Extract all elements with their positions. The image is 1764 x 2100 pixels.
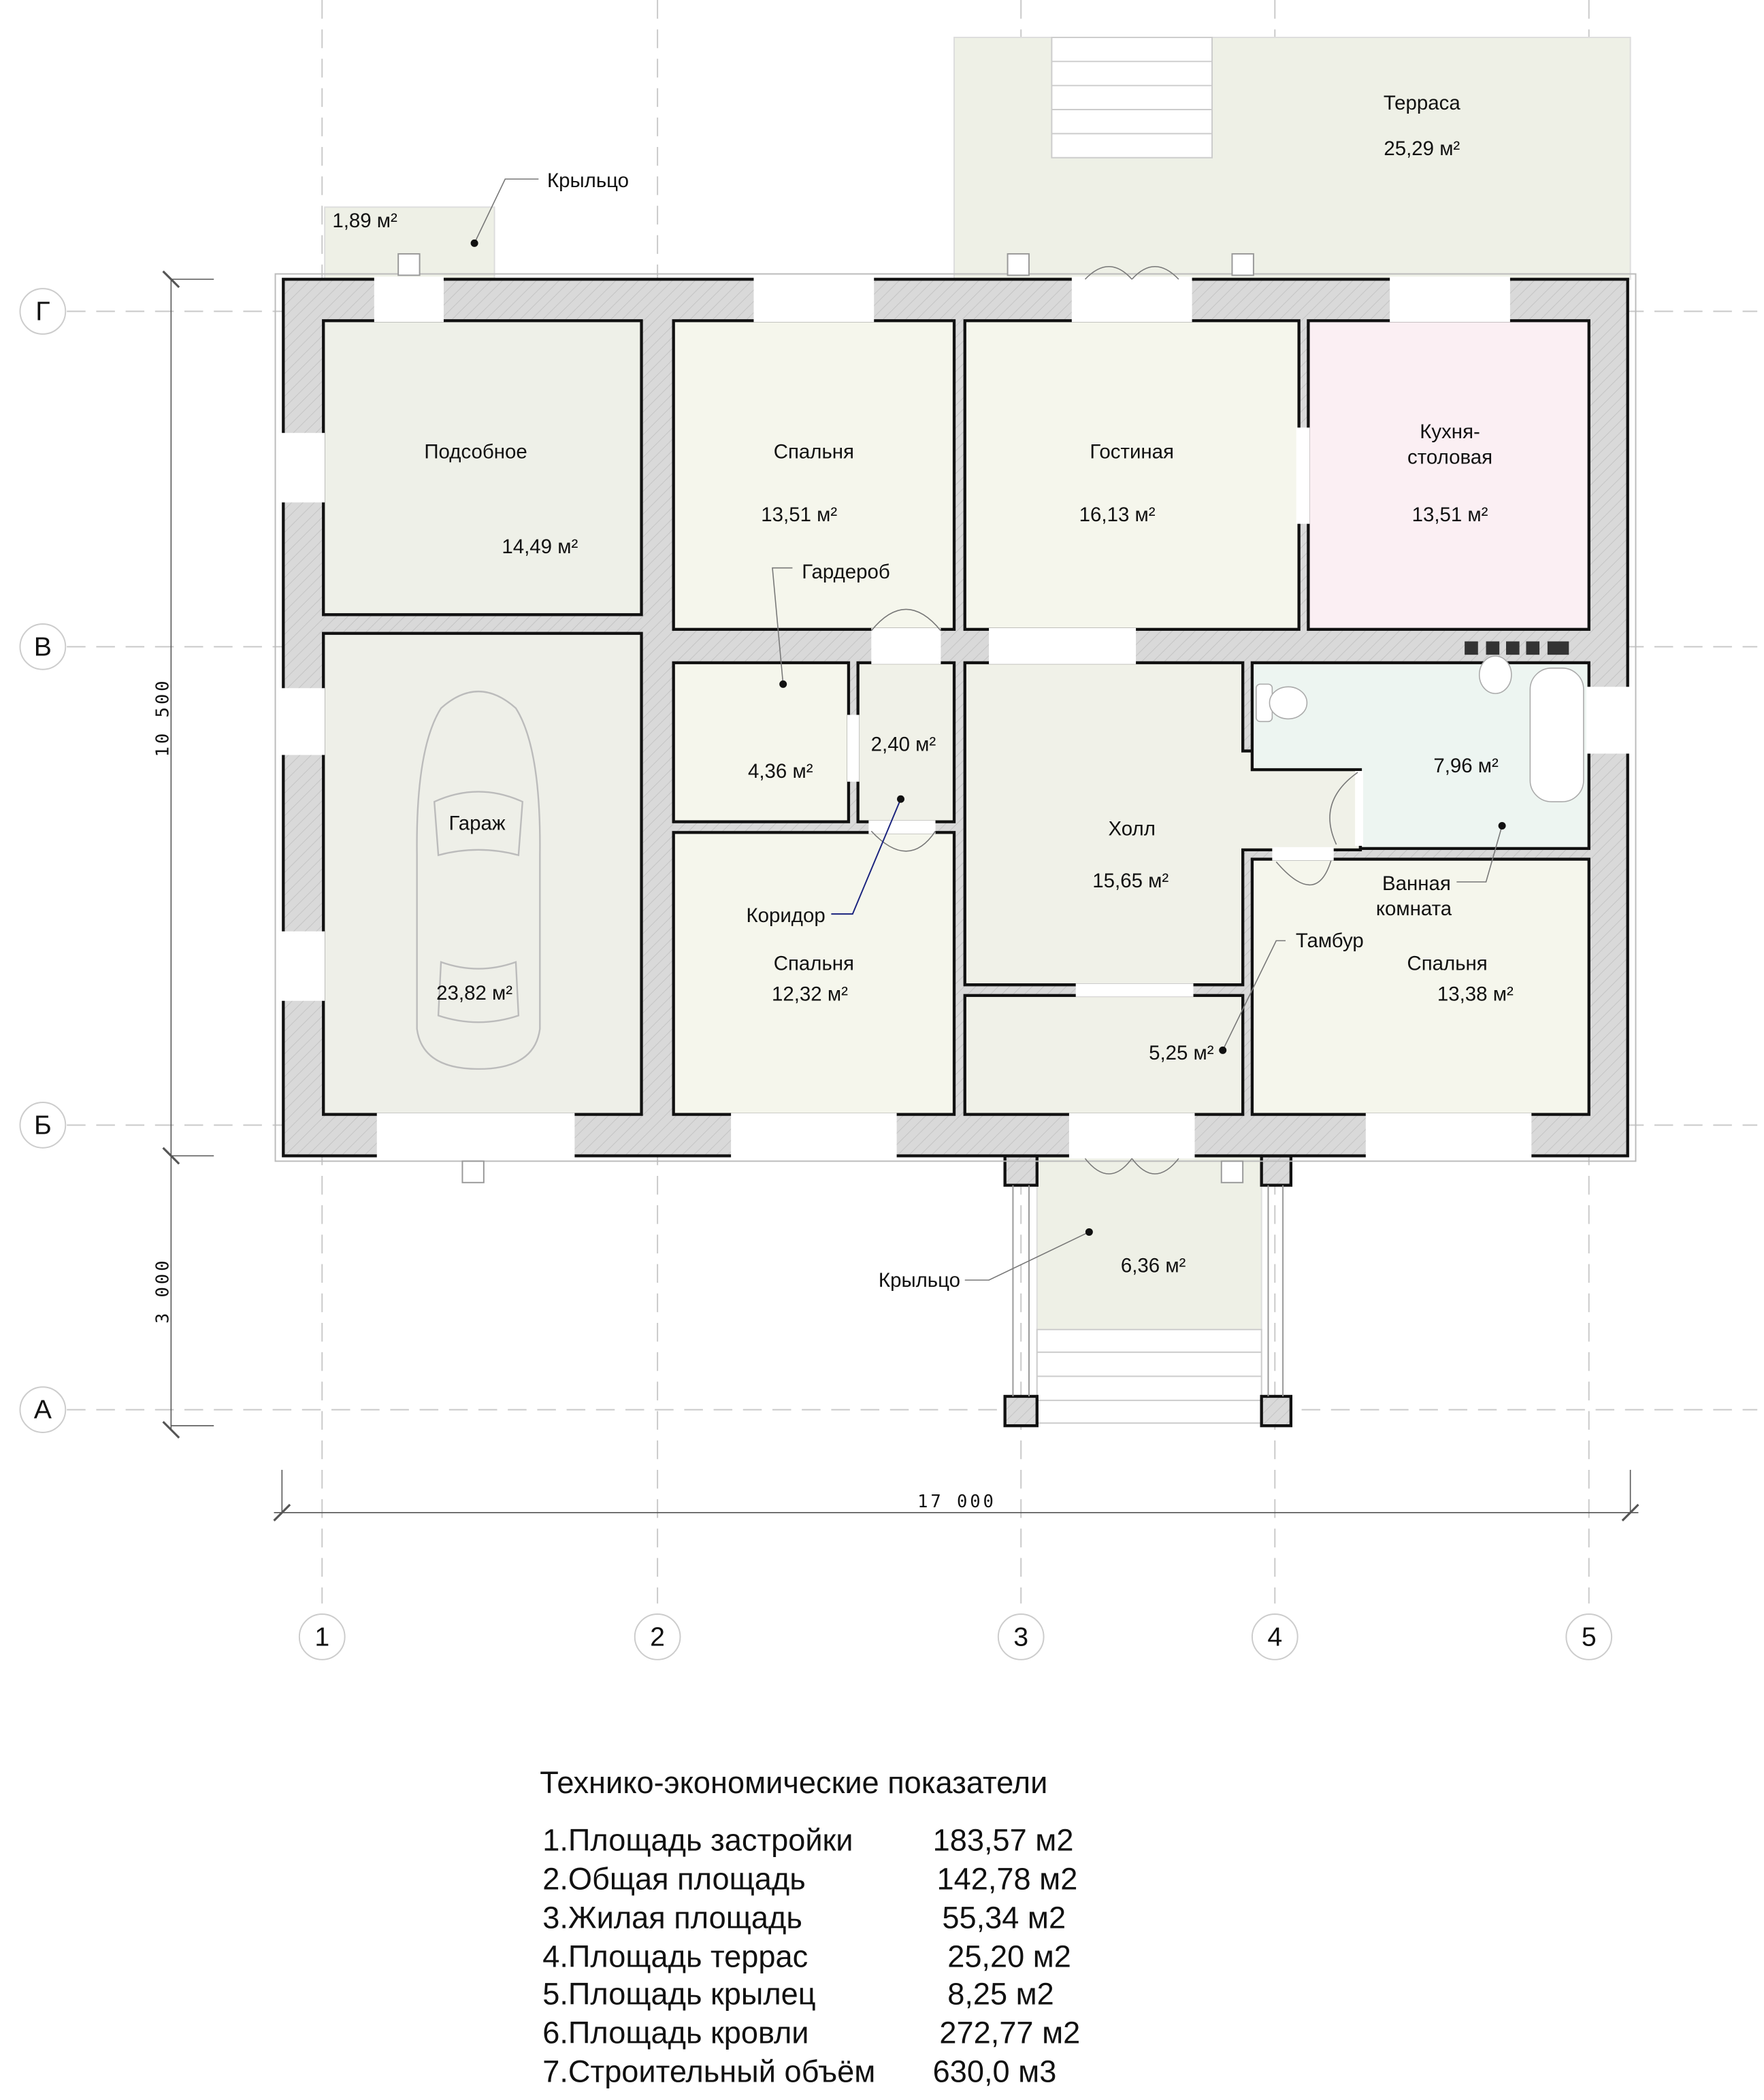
bedroom1-name: Спальня: [774, 441, 854, 463]
axis-col-5: 5: [1582, 1622, 1597, 1652]
axis-col-4: 4: [1267, 1622, 1282, 1652]
room-kitchen: [1307, 319, 1590, 631]
dimension-depth-main: 10 500: [152, 678, 173, 757]
room-bathroom: [1250, 661, 1590, 851]
corridor-area: 2,40 м²: [871, 734, 936, 756]
dimension-lines: [162, 270, 1639, 1522]
terrace-name: Терраса: [1384, 92, 1461, 114]
room-labels: Терраса 25,29 м² Крыльцо 1,89 м² Подсобн…: [332, 92, 1514, 1292]
bedroom3-name: Спальня: [1407, 953, 1487, 975]
bathroom-area: 7,96 м²: [1433, 755, 1499, 777]
hall-area: 15,65 м²: [1092, 870, 1169, 892]
indicator-value: 8,25 м2: [947, 1976, 1054, 2011]
hall-name: Холл: [1108, 817, 1155, 840]
vestibule-area: 5,25 м²: [1149, 1042, 1214, 1064]
bedroom2-name: Спальня: [774, 953, 854, 975]
porch-small-area: 1,89 м²: [332, 210, 397, 232]
bathroom-name-2: комната: [1376, 898, 1452, 920]
vestibule-name: Тамбур: [1296, 930, 1364, 952]
corridor-name: Коридор: [746, 904, 825, 927]
bathtub-icon: [1529, 668, 1584, 802]
leader-lines: [470, 178, 1506, 1281]
room-bedroom-2: [672, 831, 956, 1116]
room-bedroom-1: [672, 319, 956, 631]
dimension-width: 17 000: [917, 1492, 996, 1512]
utility-name: Подсобное: [424, 441, 527, 463]
axis-col-1: 1: [314, 1622, 329, 1652]
indicator-value: 183,57 м2: [933, 1823, 1074, 1858]
indicators-title: Технико-экономические показатели: [540, 1765, 1047, 1800]
room-utility: [322, 319, 643, 617]
openings: [280, 276, 1631, 1159]
drain-icons: [397, 253, 1254, 1183]
vent-blocks: [1465, 641, 1569, 655]
room-corridor: [856, 661, 956, 823]
indicator-value: 272,77 м2: [939, 2015, 1080, 2050]
indicator-label: 5.Площадь крылец: [542, 1976, 815, 2011]
kitchen-area: 13,51 м²: [1412, 504, 1488, 526]
indicator-value: 142,78 м2: [937, 1862, 1078, 1897]
axis-row-v: В: [34, 631, 52, 661]
axis-markers: [19, 288, 1613, 1660]
terrace-area: 25,29 м²: [1384, 137, 1460, 160]
indicator-value: 630,0 м3: [933, 2054, 1057, 2088]
kitchen-name-1: Кухня-: [1420, 421, 1480, 443]
garage-area: 23,82 м²: [436, 982, 512, 1004]
bedroom1-area: 13,51 м²: [761, 504, 837, 526]
porch-stairs-icon: [1036, 1328, 1262, 1424]
toilet-icon: [1256, 683, 1308, 723]
terrace-stairs-icon: [1051, 36, 1213, 159]
living-area: 16,13 м²: [1079, 504, 1156, 526]
room-garage: [322, 631, 643, 1116]
axis-row-b: Б: [34, 1110, 52, 1140]
car-icon: [416, 690, 541, 1070]
bedroom2-area: 12,32 м²: [772, 983, 848, 1006]
room-living: [963, 319, 1301, 631]
indicator-value: 25,20 м2: [947, 1939, 1071, 1973]
indicator-label: 4.Площадь террас: [542, 1939, 808, 1973]
indicator-label: 3.Жилая площадь: [542, 1900, 802, 1935]
indicator-label: 2.Общая площадь: [542, 1862, 805, 1897]
axis-col-2: 2: [650, 1622, 665, 1652]
axis-row-g: Г: [35, 297, 50, 327]
room-wardrobe: [672, 661, 851, 823]
door-swings: [870, 265, 1358, 1175]
porch-small-name: Крыльцо: [547, 169, 629, 192]
living-name: Гостиная: [1090, 441, 1174, 463]
wardrobe-area: 4,36 м²: [748, 760, 813, 783]
axis-row-a: А: [34, 1395, 52, 1425]
indicator-value: 55,34 м2: [942, 1900, 1066, 1935]
utility-area: 14,49 м²: [502, 536, 578, 558]
bedroom3-area: 13,38 м²: [1437, 983, 1514, 1006]
bathroom-name-1: Ванная: [1382, 872, 1451, 895]
indicator-label: 7.Строительный объём: [542, 2054, 875, 2088]
indicator-label: 1.Площадь застройки: [542, 1823, 853, 1858]
wardrobe-name: Гардероб: [802, 561, 890, 583]
kitchen-name-2: столовая: [1407, 446, 1492, 468]
porch-front-area: 6,36 м²: [1121, 1254, 1186, 1277]
axis-col-3: 3: [1013, 1622, 1028, 1652]
dimension-depth-porch: 3 000: [152, 1258, 173, 1324]
indicator-label: 6.Площадь кровли: [542, 2015, 808, 2050]
porch-front-name: Крыльцо: [879, 1269, 960, 1292]
indicators-table: Технико-экономические показатели 1.Площа…: [540, 1765, 1080, 2088]
sink-icon: [1478, 655, 1512, 694]
garage-name: Гараж: [448, 812, 505, 834]
